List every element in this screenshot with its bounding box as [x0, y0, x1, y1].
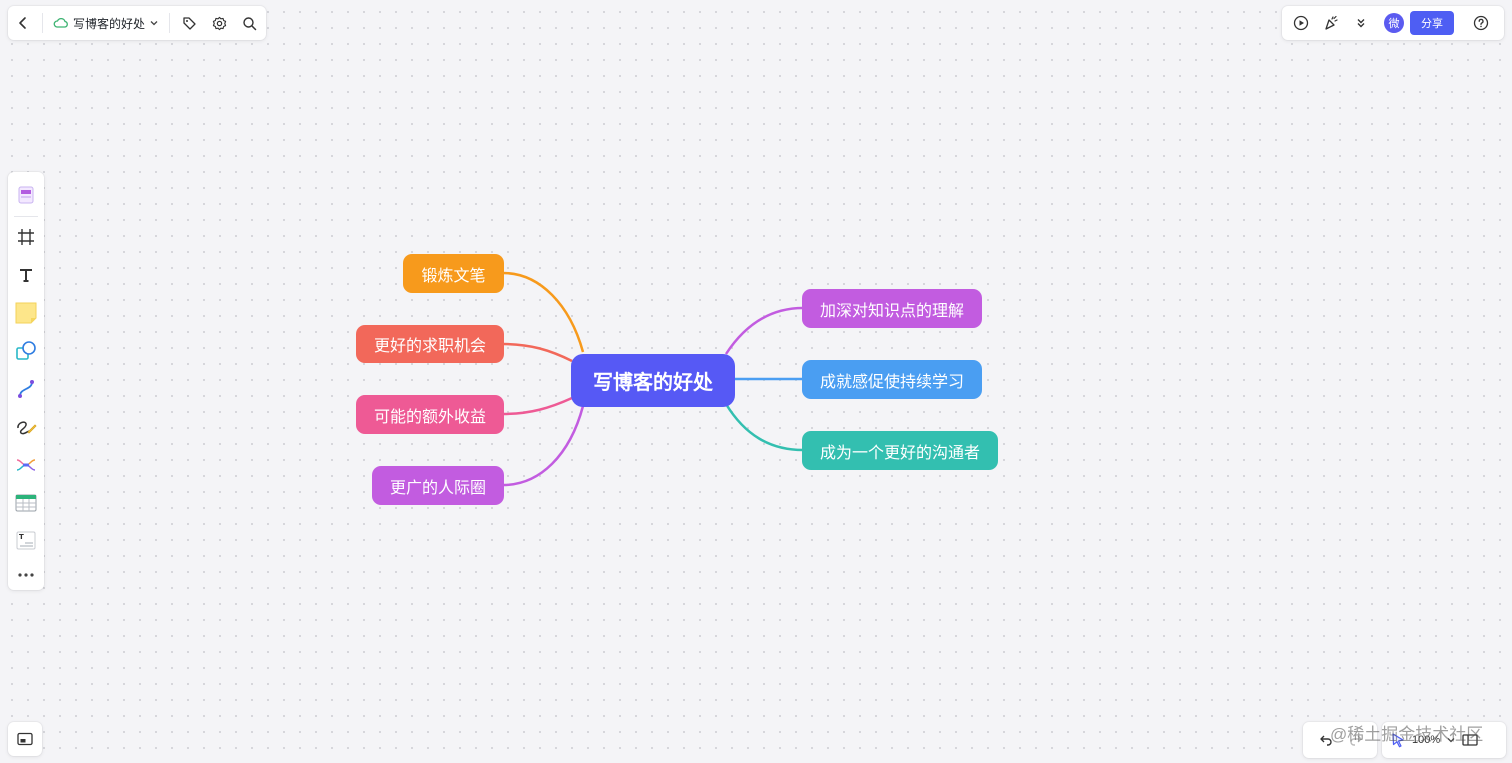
avatar[interactable]: 微	[1384, 13, 1404, 33]
minimap-toggle[interactable]	[8, 722, 42, 756]
redo-button[interactable]	[1341, 725, 1371, 755]
mindmap-node-right-1[interactable]: 加深对知识点的理解	[802, 289, 982, 328]
cloud-sync-icon	[53, 17, 68, 28]
present-button[interactable]	[1286, 8, 1316, 38]
back-arrow-icon	[19, 17, 26, 29]
top-right-toolbar: 微 分享	[1282, 6, 1504, 40]
pointer-icon[interactable]	[1390, 732, 1406, 748]
expand-more-button[interactable]	[1346, 8, 1376, 38]
svg-text:T: T	[19, 533, 24, 541]
fit-view-icon[interactable]	[1462, 733, 1478, 747]
document-title: 写博客的好处	[73, 16, 146, 31]
undo-button[interactable]	[1311, 725, 1341, 755]
zoom-level[interactable]: 100%	[1412, 734, 1441, 746]
mindmap-tool[interactable]	[8, 448, 44, 482]
mindmap-node-left-3[interactable]: 可能的额外收益	[356, 395, 504, 434]
mindmap-root-node[interactable]: 写博客的好处	[571, 354, 735, 407]
redo-icon	[1350, 735, 1362, 746]
view-controls: 100%	[1382, 722, 1506, 758]
template-tool[interactable]	[8, 178, 44, 212]
minimap-icon	[17, 732, 33, 746]
template-icon	[18, 186, 34, 204]
text-icon	[20, 269, 32, 282]
mindmap-icon	[16, 459, 36, 471]
gear-icon	[212, 16, 226, 30]
tag-button[interactable]	[174, 8, 204, 38]
celebrate-icon	[1325, 15, 1338, 30]
text-card-tool[interactable]: T	[8, 524, 44, 558]
chevron-down-icon[interactable]	[1446, 735, 1456, 745]
divider	[169, 13, 171, 33]
settings-button[interactable]	[204, 8, 234, 38]
divider	[42, 13, 43, 33]
sticky-note-icon	[15, 302, 37, 324]
text-card-icon: T	[16, 531, 36, 550]
pen-icon	[17, 421, 37, 435]
connector-icon	[18, 380, 34, 398]
divider	[14, 216, 38, 217]
table-tool[interactable]	[8, 486, 44, 520]
branch-line-5	[724, 306, 804, 355]
more-icon	[18, 573, 34, 577]
search-button[interactable]	[234, 8, 264, 38]
table-icon	[15, 494, 37, 512]
play-icon	[1293, 15, 1309, 31]
shape-icon	[16, 341, 36, 360]
text-tool[interactable]	[8, 258, 44, 292]
document-title-dropdown[interactable]: 写博客的好处	[47, 8, 165, 38]
shape-tool[interactable]	[8, 334, 44, 368]
celebrate-button[interactable]	[1316, 8, 1346, 38]
mindmap-node-right-3[interactable]: 成为一个更好的沟通者	[802, 431, 998, 470]
branch-line-1	[502, 271, 585, 353]
undo-icon	[1320, 735, 1332, 746]
branch-line-4	[502, 405, 585, 487]
frame-icon	[18, 229, 34, 245]
connector-tool[interactable]	[8, 372, 44, 406]
help-icon	[1473, 15, 1489, 31]
top-left-toolbar: 写博客的好处	[8, 6, 266, 40]
chevron-down-icon	[150, 21, 158, 26]
branch-line-7	[724, 403, 804, 452]
tag-icon	[182, 16, 196, 30]
history-controls	[1303, 722, 1377, 758]
mindmap-node-left-1[interactable]: 锻炼文笔	[403, 254, 504, 293]
mindmap-node-right-2[interactable]: 成就感促使持续学习	[802, 360, 982, 399]
search-icon	[242, 16, 256, 30]
branch-line-2	[502, 342, 573, 363]
frame-tool[interactable]	[8, 220, 44, 254]
branch-line-3	[502, 396, 573, 416]
left-toolbar: T	[8, 172, 44, 590]
help-button[interactable]	[1466, 8, 1496, 38]
more-tools-button[interactable]	[8, 558, 44, 592]
mindmap-node-left-4[interactable]: 更广的人际圈	[372, 466, 504, 505]
back-button[interactable]	[8, 8, 38, 38]
share-button[interactable]: 分享	[1410, 11, 1454, 35]
mindmap-node-left-2[interactable]: 更好的求职机会	[356, 325, 504, 363]
sticky-note-tool[interactable]	[8, 296, 44, 330]
double-chevron-down-icon	[1357, 19, 1365, 28]
pen-tool[interactable]	[8, 410, 44, 444]
